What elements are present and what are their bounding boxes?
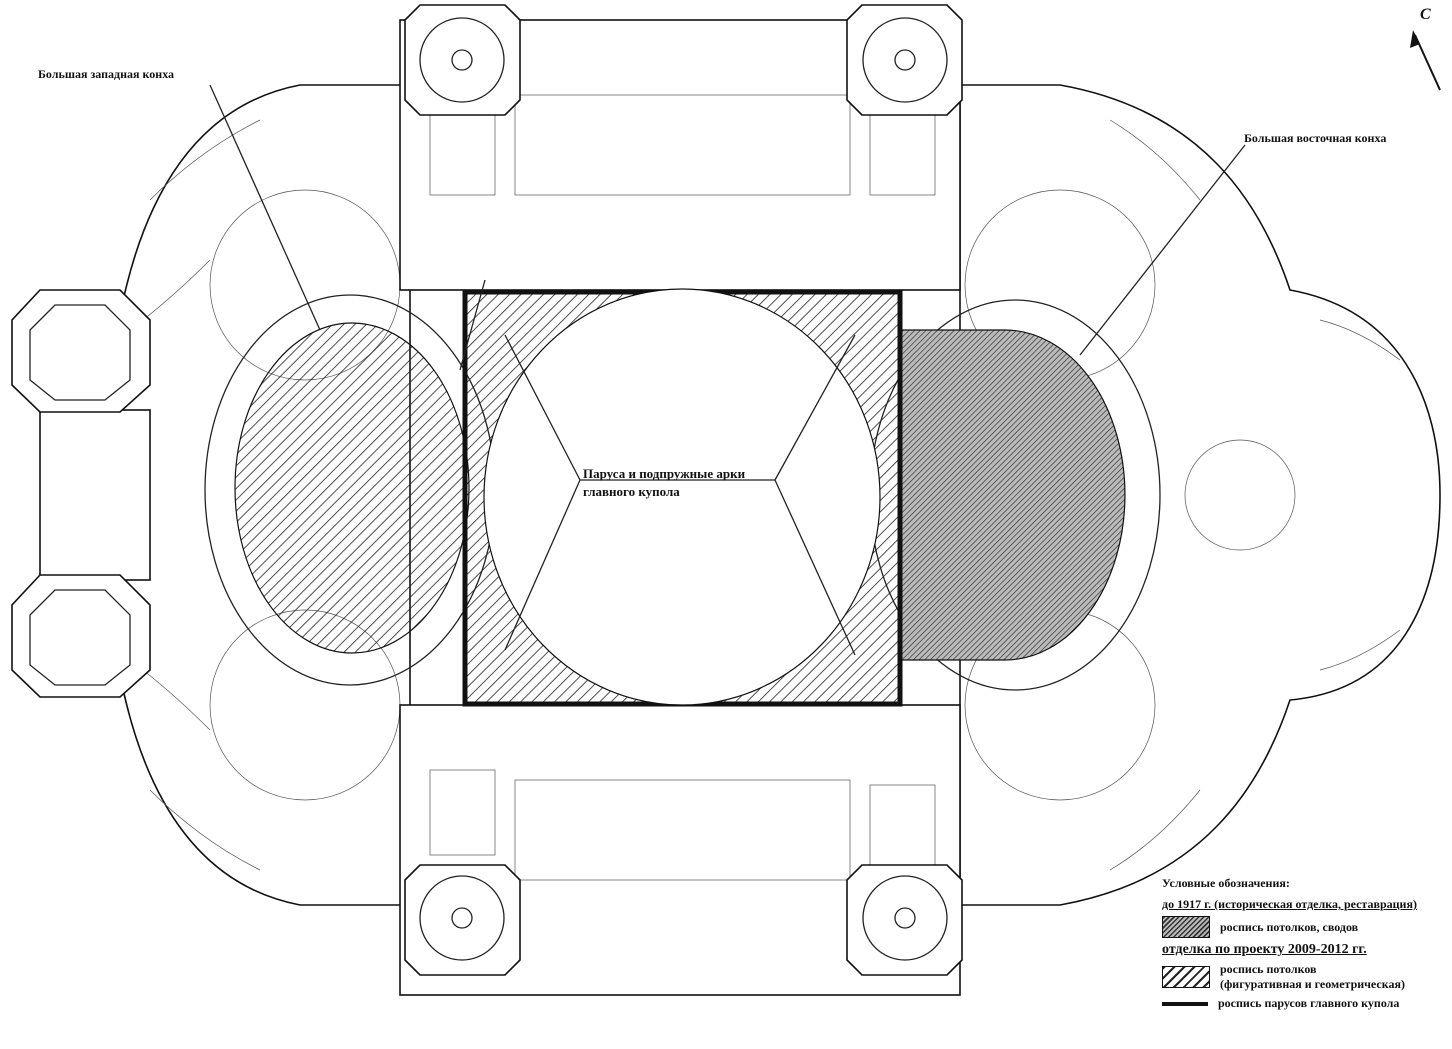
tower-ne (846, 4, 963, 116)
west-tower-north (11, 289, 151, 413)
north-label: С (1420, 6, 1431, 23)
pendentive-lines (459, 279, 856, 656)
west-porch (39, 409, 151, 581)
east-apse-label: Большая восточная конха (1244, 131, 1387, 145)
legend-title: Условные обозначения: (1162, 876, 1290, 890)
legend-item-new-line2: (фигуративная и геометрическая) (1220, 977, 1405, 991)
tower-se (846, 864, 963, 976)
east-apse-ceiling-painting (899, 329, 1126, 661)
tower-sw (404, 864, 521, 976)
main-dome-circle (483, 288, 881, 706)
legend-section-2009: отделка по проекту 2009-2012 гг. (1162, 942, 1367, 957)
legend-swatch-new (1162, 966, 1210, 988)
legend-item-old: роспись потолков, сводов (1220, 919, 1359, 934)
west-apse-ceiling-painting (234, 322, 470, 654)
east-apse-leader (1079, 144, 1246, 356)
legend-swatch-old (1162, 916, 1210, 938)
east-apse-outline (959, 84, 1441, 906)
north-vestibule (514, 94, 851, 196)
north-arrow-icon (1410, 30, 1441, 91)
legend-item-pendentives: роспись парусов главного купола (1218, 996, 1400, 1010)
west-apse-label: Большая западная конха (38, 67, 175, 81)
west-apse-leader (209, 84, 321, 331)
dome-label-line2: главного купола (583, 484, 680, 499)
legend-swatch-pendentives (1162, 1001, 1208, 1006)
west-tower-south (11, 574, 151, 698)
south-vestibule (514, 779, 851, 881)
south-west-room (429, 769, 496, 856)
dome-label-line1: Паруса и подпружные арки (583, 466, 746, 481)
tower-nw (404, 4, 521, 116)
legend-item-new-line1: роспись потолков (1220, 962, 1317, 976)
legend-section-pre1917: до 1917 г. (историческая отделка, рестав… (1162, 897, 1417, 911)
legend: Условные обозначения: до 1917 г. (истори… (1162, 876, 1417, 1015)
